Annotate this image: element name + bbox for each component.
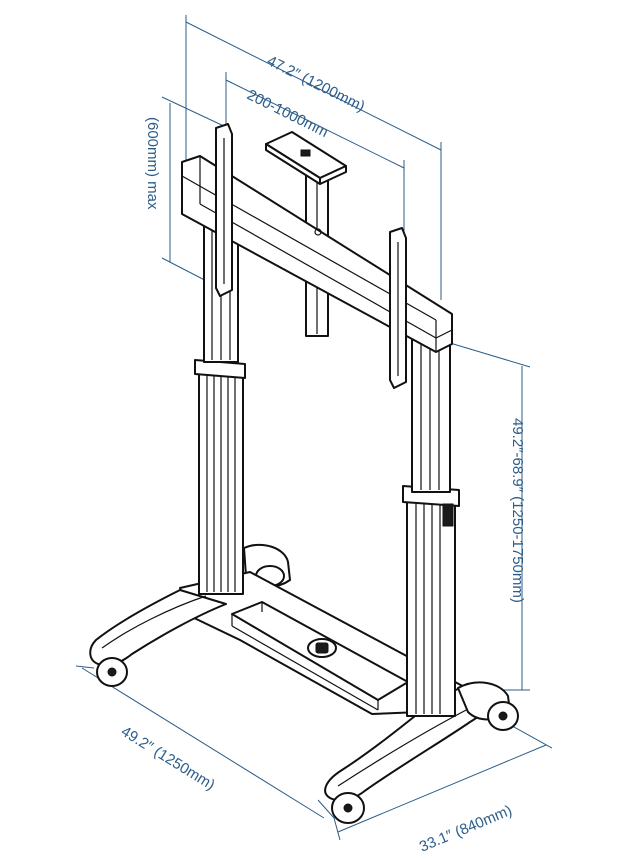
vesa-arm-right — [389, 227, 407, 389]
left-leg — [89, 589, 227, 687]
base-depth-label: 33.1″ (840mm) — [417, 802, 515, 856]
camera-shelf — [265, 131, 347, 185]
vesa-width-label: 200-1000mm — [244, 86, 331, 141]
stand-drawing — [89, 123, 519, 824]
vesa-height-label: (600mm) max — [144, 117, 161, 210]
right-column — [402, 339, 460, 717]
vesa-arm-left — [215, 123, 233, 297]
base-width-label: 49.2″ (1250mm) — [118, 723, 218, 794]
height-range-label: 49.2″-68.9″ (1250-1750mm) — [509, 418, 526, 603]
